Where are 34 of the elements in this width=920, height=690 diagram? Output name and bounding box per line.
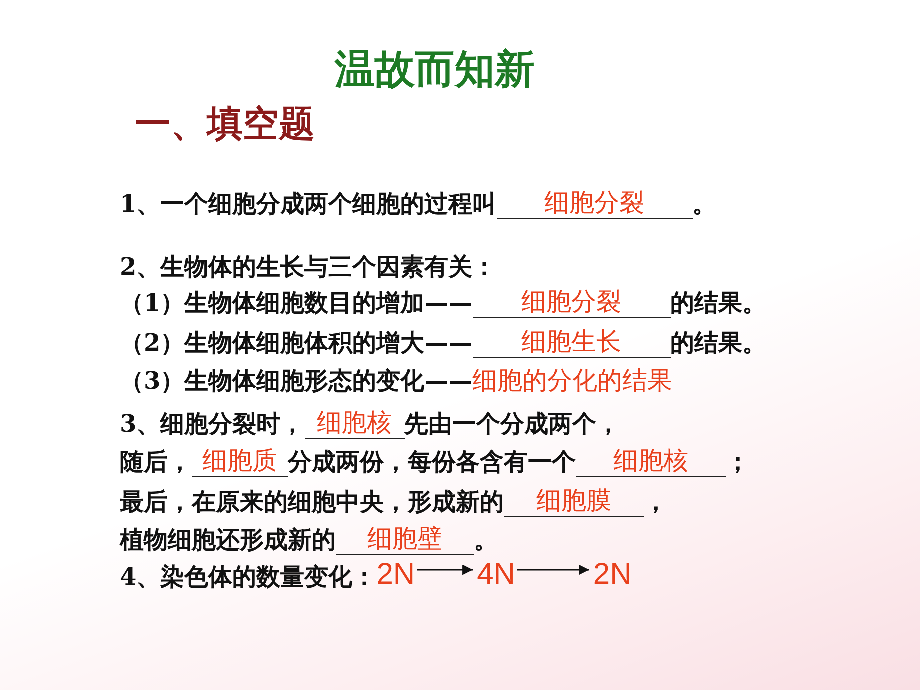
question-text: 最后，在原来的细胞中央，形成新的 [120,487,504,517]
chromosome-count: 2N [376,558,416,592]
filled-answer-line: 细胞生长 [472,327,671,358]
chromosome-count: 4N [477,558,516,592]
section-heading: 一、填空题 [135,102,315,147]
filled-answer-line: 细胞质 [192,446,288,477]
answer-text: 细胞的分化的结果 [472,366,673,396]
filled-answer-line: 细胞核 [304,408,405,439]
question-text: 的结果。 [670,328,767,358]
filled-answer-line: 细胞分裂 [496,188,693,219]
question-text: 植物细胞还形成新的 [120,525,336,555]
question-text: ； [726,447,750,477]
question-text: 1、一个细胞分成两个细胞的过程叫 [120,189,497,219]
question-text: 2、生物体的生长与三个因素有关： [120,252,497,282]
question-text: 分成两份，每份各含有一个 [288,447,576,477]
question-text: 。 [474,525,498,555]
question-text: ， [644,487,668,517]
filled-answer-line: 细胞膜 [504,486,644,517]
filled-answer-line: 细胞核 [576,446,726,477]
question-text: （3）生物体细胞形态的变化—— [120,366,473,396]
question-text: 的结果。 [670,288,767,318]
slide-title: 温故而知新 [334,45,536,95]
question-text: 随后， [120,447,192,477]
question-text: 4、染色体的数量变化： [120,562,377,592]
chromosome-count: 2N [593,558,632,592]
arrow [517,564,590,576]
question-text: （1）生物体细胞数目的增加—— [120,288,473,318]
question-text: 先由一个分成两个， [404,409,621,439]
filled-answer-line: 细胞分裂 [472,287,671,318]
arrow [417,564,474,576]
question-text: 3、细胞分裂时， [120,409,305,439]
question-text: 。 [692,189,717,219]
question-text: （2）生物体细胞体积的增大—— [120,328,473,358]
filled-answer-line: 细胞壁 [336,524,474,555]
